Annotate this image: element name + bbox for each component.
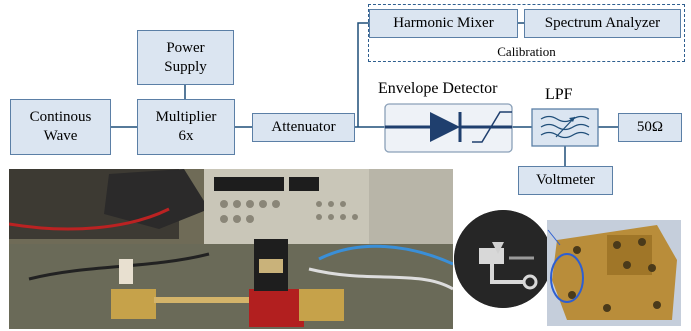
calibration-label: Calibration bbox=[497, 44, 556, 59]
mult-line-2: 6x bbox=[178, 128, 194, 144]
lpf-label: LPF bbox=[545, 86, 573, 103]
mixer-label: Harmonic Mixer bbox=[393, 15, 494, 31]
power-line-1: Power bbox=[166, 39, 205, 56]
mult-line-1: Multiplier bbox=[155, 109, 217, 125]
power-line-2: Supply bbox=[164, 58, 207, 75]
test-bench-photo bbox=[9, 169, 453, 329]
spectrum-analyzer-block: Spectrum Analyzer bbox=[524, 9, 681, 38]
cw-line-1: Continous bbox=[29, 109, 92, 125]
attenuator-block: Attenuator bbox=[252, 113, 355, 142]
load-50-ohm-block: 50Ω bbox=[618, 113, 682, 142]
voltmeter-block: Voltmeter bbox=[518, 166, 613, 195]
envelope-detector-label: Envelope Detector bbox=[378, 80, 498, 97]
voltmeter-label: Voltmeter bbox=[536, 172, 595, 188]
wire-att-mixer bbox=[357, 22, 369, 127]
lpf-symbol bbox=[531, 108, 599, 147]
cw-line-2: Wave bbox=[43, 128, 78, 144]
load-label: 50Ω bbox=[636, 119, 664, 135]
spectrum-label: Spectrum Analyzer bbox=[544, 15, 661, 31]
harmonic-mixer-block: Harmonic Mixer bbox=[369, 9, 518, 38]
magnified-detector-pcb bbox=[454, 210, 552, 308]
waveguide-fixture-photo bbox=[547, 220, 681, 326]
envelope-detector-symbol bbox=[384, 103, 513, 153]
attenuator-label: Attenuator bbox=[271, 119, 336, 135]
multiplier-block: Multiplier 6x bbox=[137, 99, 235, 155]
